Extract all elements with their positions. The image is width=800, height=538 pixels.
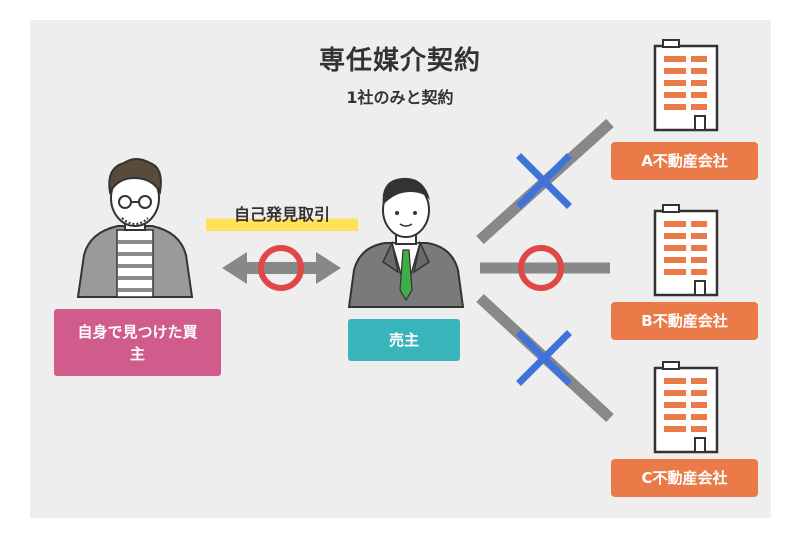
building-b-icon	[653, 204, 719, 297]
self-discovery-ok-circle	[258, 245, 304, 291]
buyer-label-box: 自身で見つけた買主	[54, 309, 221, 376]
diagram-title: 専任媒介契約	[318, 46, 481, 76]
company-b-box: B不動産会社	[611, 302, 758, 340]
building-a-icon	[653, 39, 719, 132]
seller-person-icon	[347, 177, 465, 308]
building-c-icon	[653, 361, 719, 454]
seller-label: 売主	[388, 331, 419, 349]
company-c-box: C不動産会社	[611, 459, 758, 497]
cross-a-icon	[516, 153, 572, 209]
company-a-box: A不動産会社	[611, 142, 758, 180]
seller-label-box: 売主	[348, 319, 460, 361]
company-b-label: B不動産会社	[641, 312, 728, 330]
buyer-label: 自身で見つけた買主	[77, 322, 198, 363]
company-a-label: A不動産会社	[641, 152, 728, 170]
self-discovery-label: 自己発見取引	[206, 203, 358, 231]
circle-b-icon	[518, 245, 564, 291]
buyer-person-icon	[76, 158, 194, 298]
self-discovery-arrow	[222, 252, 341, 284]
diagram-subtitle: 1社のみと契約	[346, 88, 454, 107]
company-c-label: C不動産会社	[641, 469, 728, 487]
cross-c-icon	[516, 330, 572, 386]
